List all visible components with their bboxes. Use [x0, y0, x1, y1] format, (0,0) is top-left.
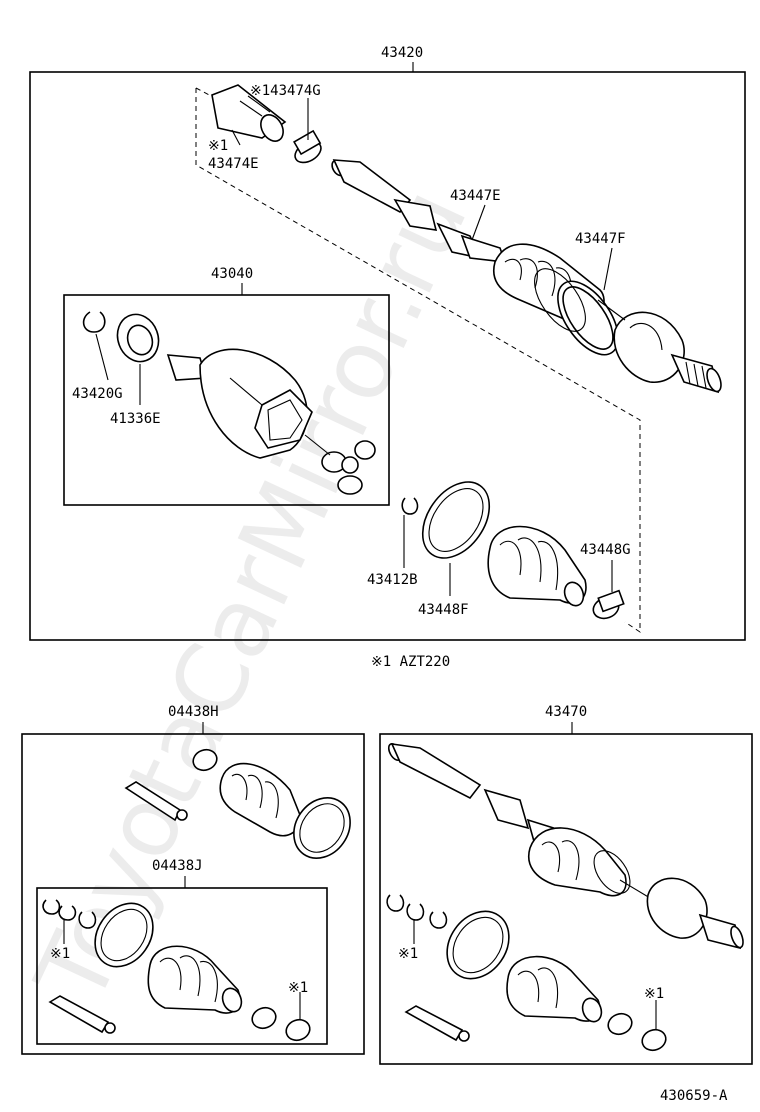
assembly-frame-43470 [379, 733, 753, 1065]
boot-bl [219, 762, 301, 837]
drive-shaft-assembly-43470: 43470 ※1 [379, 704, 753, 1065]
tripod-joint [321, 440, 376, 495]
clamp-bl-2 [251, 1006, 277, 1030]
band-bl [293, 797, 351, 859]
assembly-frame-43420 [29, 71, 746, 641]
label-43040: 43040 [211, 266, 253, 282]
band-bl-2 [94, 902, 154, 968]
ring-bl-3 [78, 911, 97, 929]
clamp-small-bl [192, 748, 218, 772]
grease-tube-br [404, 1005, 470, 1042]
figure-code: 430659-A [660, 1088, 728, 1104]
label-43420: 43420 [381, 45, 423, 61]
ring-bl-2 [58, 905, 77, 921]
dashed-guide [195, 88, 641, 633]
clamp-br-1 [607, 1012, 633, 1036]
ring-bl-1 [42, 899, 61, 915]
band-br [446, 910, 510, 980]
damper-43474E [211, 84, 287, 142]
clamp-43448G [592, 589, 625, 620]
inner-joint-frame-43040 [63, 294, 390, 506]
ring-br-2 [406, 903, 425, 921]
shaft-br [387, 743, 567, 851]
grease-tube-bl [124, 781, 188, 822]
label-43412B: 43412B [367, 572, 418, 588]
clamp-bl-3 [285, 1018, 311, 1042]
inner-boot-43448F [487, 525, 587, 607]
shaft-43420 [331, 159, 507, 263]
clamp-43474G [293, 129, 322, 164]
label-43447F: 43447F [575, 231, 626, 247]
label-43420G: 43420G [72, 386, 123, 402]
kit-frame-04438J [36, 887, 328, 1045]
label-04438J: 04438J [152, 858, 203, 874]
outer-cv-br [646, 877, 744, 950]
clamp-br-2 [641, 1028, 667, 1052]
grease-tube-bl-2 [48, 995, 116, 1034]
mark-bl-2: ※1 [288, 980, 308, 996]
label-43470: 43470 [545, 704, 587, 720]
ring-br-3 [429, 911, 448, 929]
boot-br [528, 827, 631, 897]
boot-clamp-43448F [421, 481, 491, 559]
snap-ring-43412B [401, 497, 419, 515]
label-43474G: ※143474G [250, 83, 321, 99]
boot-clamp-43447F [534, 268, 619, 356]
boot-kit-04438H: 04438H 04438J ※1 [21, 704, 365, 1055]
outer-cv-joint [613, 311, 722, 394]
drive-shaft-assembly-43420: 43420 ※143474G ※1 43474E 4344 [29, 45, 746, 641]
kit-frame-04438H [21, 733, 365, 1055]
seal-41336E [116, 313, 160, 363]
mark-bl-1: ※1 [50, 946, 70, 962]
label-04438H: 04438H [168, 704, 219, 720]
watermark: ToyotaCarMirror.ru [14, 172, 489, 1021]
snap-ring-43420G [82, 311, 106, 333]
mark-br-2: ※1 [644, 986, 664, 1002]
footnote: ※1 AZT220 [371, 654, 450, 670]
label-43448F: 43448F [418, 602, 469, 618]
boot-br-2 [506, 955, 603, 1023]
label-41336E: 41336E [110, 411, 161, 427]
mark-br-1: ※1 [398, 946, 418, 962]
label-43447E: 43447E [450, 188, 501, 204]
label-43448G: 43448G [580, 542, 631, 558]
label-43474E-mark: ※1 [208, 138, 228, 154]
inner-cv-housing [166, 348, 313, 459]
ring-br-1 [386, 894, 405, 912]
boot-bl-2 [147, 945, 243, 1014]
label-43474E: 43474E [208, 156, 259, 172]
